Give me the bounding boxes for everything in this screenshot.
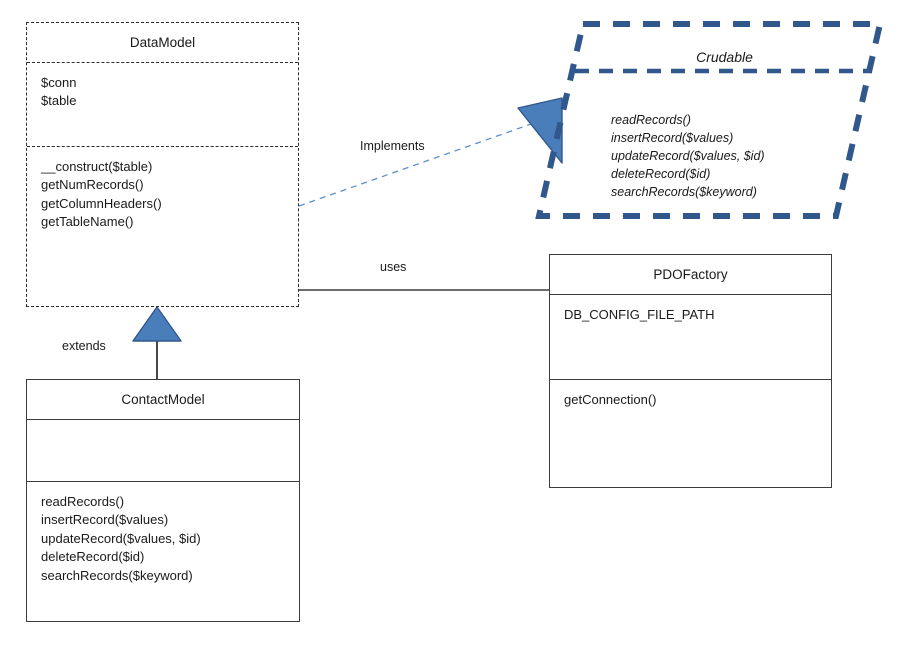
class-box-pdofactory[interactable]: PDOFactory DB_CONFIG_FILE_PATH getConnec… <box>549 254 832 488</box>
edge-label-uses: uses <box>380 260 407 274</box>
methods-compartment-datamodel: __construct($table) getNumRecords() getC… <box>27 145 298 306</box>
attribute-item: $conn <box>41 74 77 90</box>
method-item: insertRecord($values) <box>611 131 734 145</box>
methods-compartment-crudable: readRecords() insertRecord($values) upda… <box>611 111 765 201</box>
method-item: deleteRecord($id) <box>41 549 145 564</box>
interface-title-crudable: Crudable <box>696 49 753 65</box>
method-item: getTableName() <box>41 214 134 229</box>
attributes-compartment-pdofactory: DB_CONFIG_FILE_PATH <box>550 293 831 379</box>
attribute-item: DB_CONFIG_FILE_PATH <box>564 306 715 322</box>
implements-connector-line <box>298 122 535 207</box>
method-item: getNumRecords() <box>41 177 144 192</box>
class-title-pdofactory: PDOFactory <box>653 267 728 282</box>
method-item: __construct($table) <box>41 158 153 174</box>
attribute-item: $table <box>41 93 77 108</box>
interface-box-crudable[interactable]: Crudable readRecords() insertRecord($val… <box>535 21 884 219</box>
class-title-datamodel: DataModel <box>129 35 196 50</box>
class-box-datamodel[interactable]: DataModel $conn $table __construct($tabl… <box>26 22 299 307</box>
method-item: searchRecords($keyword) <box>611 185 757 199</box>
methods-compartment-pdofactory: getConnection() <box>550 378 831 496</box>
method-item: searchRecords($keyword) <box>41 567 193 583</box>
method-item: deleteRecord($id) <box>611 167 711 181</box>
method-item: readRecords() <box>41 493 125 509</box>
interface-parallelogram-shape <box>535 21 884 219</box>
attributes-compartment-contactmodel <box>27 418 299 481</box>
method-item: updateRecord($values, $id) <box>611 149 765 163</box>
method-item: updateRecord($values, $id) <box>41 530 201 546</box>
class-box-contactmodel[interactable]: ContactModel readRecords() insertRecord(… <box>26 379 300 622</box>
extends-arrowhead-icon <box>132 306 182 342</box>
methods-compartment-contactmodel: readRecords() insertRecord($values) upda… <box>27 480 299 623</box>
attributes-compartment-datamodel: $conn $table <box>27 61 298 146</box>
method-item: getConnection() <box>564 391 657 407</box>
method-item: insertRecord($values) <box>41 512 169 527</box>
class-title-contactmodel: ContactModel <box>121 392 205 407</box>
method-item: readRecords() <box>611 113 691 127</box>
edge-label-implements: Implements <box>360 139 425 153</box>
edge-label-extends: extends <box>62 339 106 353</box>
method-item: getColumnHeaders() <box>41 195 162 211</box>
